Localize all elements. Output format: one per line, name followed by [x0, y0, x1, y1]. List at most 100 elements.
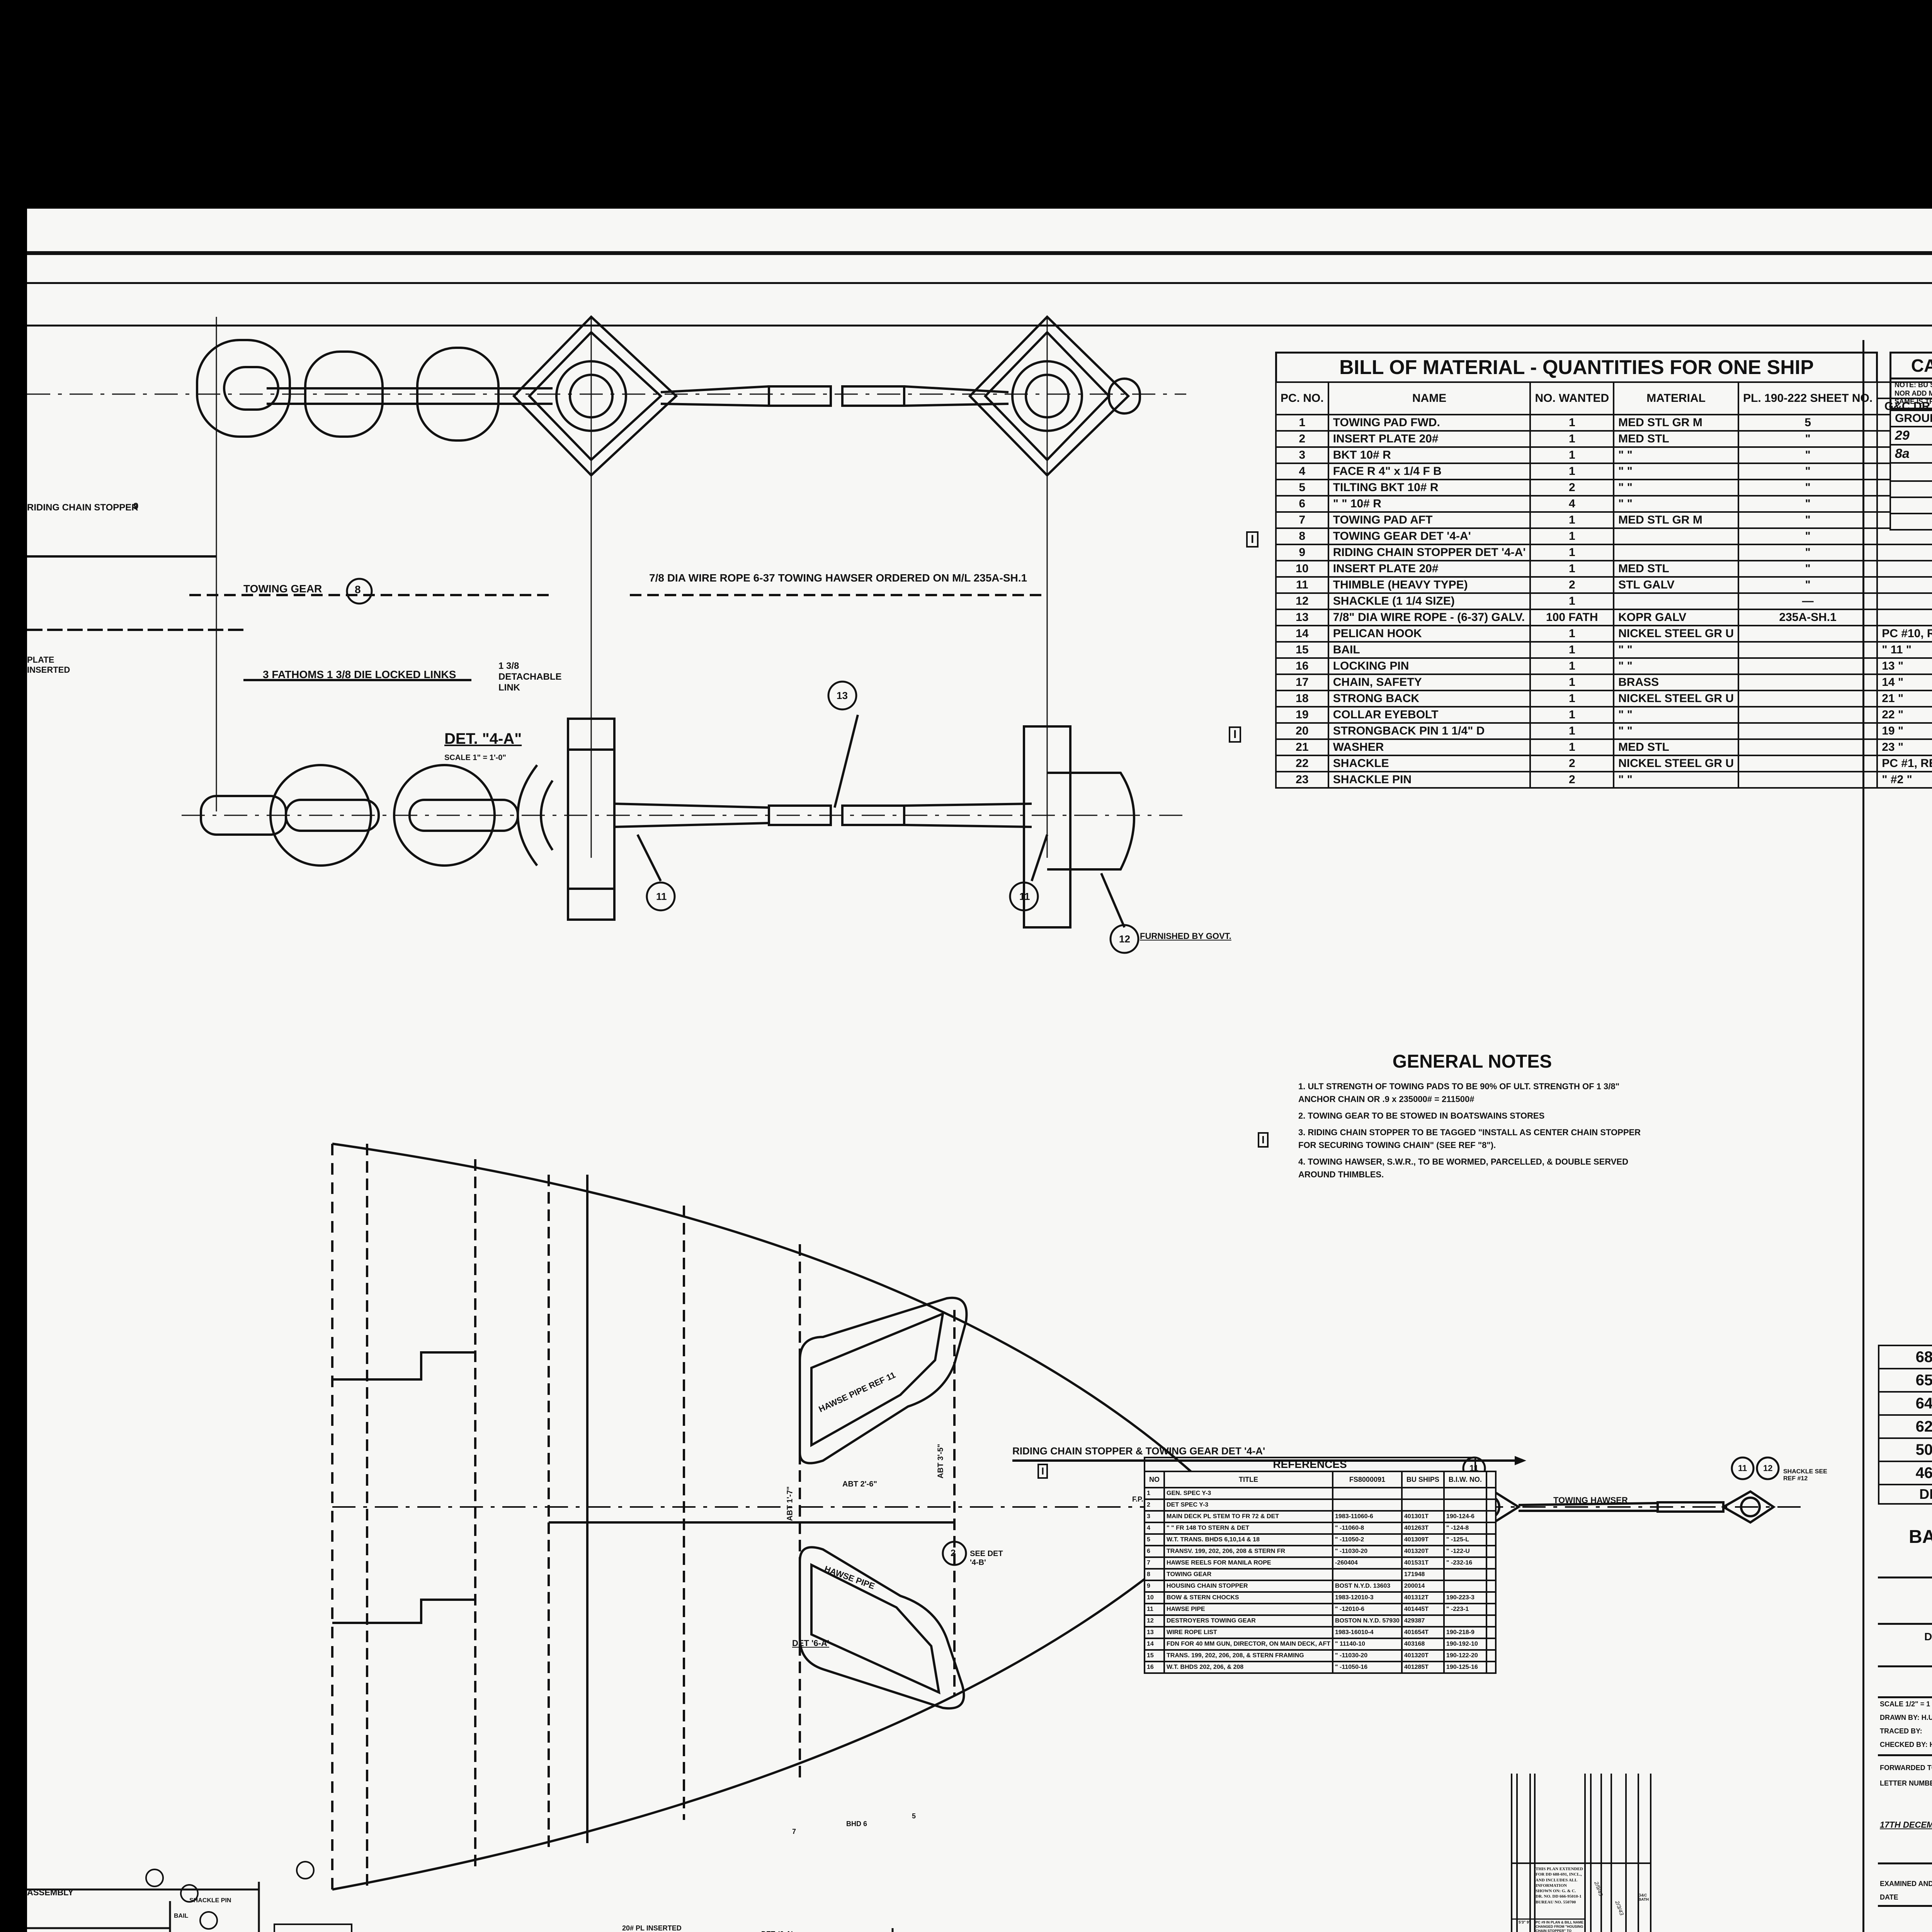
alt-col-line [1516, 1774, 1518, 1932]
ref-cell-c2: 401263T [1401, 1522, 1445, 1535]
bom-cell-material: " " [1613, 722, 1740, 740]
ref-cell-c3: 190-192-10 [1443, 1638, 1487, 1651]
ref-cell-c1: 1983-16010-4 [1332, 1626, 1403, 1639]
title-divider-7 [1878, 1905, 1932, 1907]
ref-cell-c1: " -12010-6 [1332, 1603, 1403, 1616]
bom-cell-name: SHACKLE [1327, 755, 1531, 772]
bom-cell-no: 13 [1275, 609, 1329, 626]
bom-cell-qty: 1 [1529, 446, 1615, 464]
bom-cell-ref1: " 11 " [1876, 641, 1932, 659]
bom-cell-no: 4 [1275, 463, 1329, 480]
bail-label: BAIL [174, 1913, 189, 1919]
film-top-margin: TYA F I L M [0, 0, 1932, 209]
bom-cell-no: 6 [1275, 495, 1329, 513]
drawing-sheet: NET AREA = 71' x 27' = 13 3/4 § GROSS AR… [27, 209, 1932, 1932]
alt-row-line [1511, 1918, 1584, 1920]
bom-cell-sheet [1738, 738, 1878, 756]
bom-cell-qty: 1 [1529, 527, 1615, 545]
dd-number: 507 - 517 [1878, 1437, 1932, 1462]
bom-cell-name: INSERT PLATE 20# [1327, 560, 1531, 578]
bill-of-material: BILL OF MATERIAL - QUANTITIES FOR ONE SH… [1275, 352, 1932, 789]
bom-cell-ref1: 23 " [1876, 738, 1932, 756]
ref-cell-c2: 401654T [1401, 1626, 1445, 1639]
bom-cell-name: INSERT PLATE 20# [1327, 430, 1531, 448]
ref-cell-no: 1 [1144, 1487, 1165, 1500]
ref-cell-blank [1485, 1661, 1497, 1674]
letter-number-label: LETTER NUMBER [1880, 1779, 1932, 1787]
ref-cell-c2: 401312T [1401, 1591, 1445, 1604]
bom-cell-sheet: " [1738, 527, 1878, 545]
supervisor-date: 17TH DECEMBER 1942 [1880, 1820, 1932, 1830]
bom-cell-material: MED STL [1613, 560, 1740, 578]
cw-note: NOTE: BU SHIPS DETAIL WEIGHTS DO NOT DED… [1889, 379, 1932, 410]
ref-cell-blank [1485, 1533, 1497, 1546]
bom-cell-name: BAIL [1327, 641, 1531, 659]
bom-cell-name: SHACKLE PIN [1327, 771, 1531, 789]
alt-col-line [1511, 1774, 1512, 1932]
ref-cell-no: 11 [1144, 1603, 1165, 1616]
ref-cell-title: DESTROYERS TOWING GEAR [1163, 1614, 1333, 1628]
dd-number: 629 - 631 [1878, 1414, 1932, 1439]
bom-cell-ref1: " #2 " [1876, 771, 1932, 789]
notes-revision-marker: I [1258, 1132, 1269, 1148]
ref-cell-c1: " -11030-20 [1332, 1545, 1403, 1558]
ref-cell-title: TRANSV. 199, 202, 206, 208 & STERN FR [1163, 1545, 1333, 1558]
ref-cell-no: 6 [1144, 1545, 1165, 1558]
drawn-by-field: DRAWN BY: H.U.S. [1880, 1714, 1932, 1721]
bom-cell-qty: 1 [1529, 560, 1615, 578]
ref-cell-c2: 401301T [1401, 1510, 1445, 1523]
right-column-divider [1862, 340, 1864, 1341]
ref-cell-blank [1485, 1498, 1497, 1512]
contractor-date: 2/9/43 [1593, 1880, 1604, 1897]
bom-cell-name: LOCKING PIN [1327, 657, 1531, 675]
bom-cell-material: NICKEL STEEL GR U [1613, 625, 1740, 643]
bom-cell-qty: 1 [1529, 738, 1615, 756]
bom-cell-sheet: " [1738, 576, 1878, 594]
cw-row: 29TOWING PADS220151+69 [1889, 425, 1932, 446]
dd-nos-label: DD NOS. [1878, 1484, 1932, 1505]
bom-header-pcno: PC. NO. [1275, 381, 1329, 415]
bom-cell-qty: 1 [1529, 722, 1615, 740]
bom-cell-sheet: " [1738, 463, 1878, 480]
alt-col-line [1650, 1774, 1651, 1932]
ref-cell-no: 9 [1144, 1580, 1165, 1593]
abt-26-dim: ABT 2'-6" [842, 1480, 877, 1488]
bom-header-name: NAME [1327, 381, 1531, 415]
ref-cell-blank [1485, 1580, 1497, 1593]
bom-cell-material: BRASS [1613, 673, 1740, 691]
ref-cell-no: 14 [1144, 1638, 1165, 1651]
bom-cell-ref1: PC #1, REF 9 [1876, 755, 1932, 772]
bom-cell-material: " " [1613, 706, 1740, 724]
bom-cell-sheet: 235A-SH.1 [1738, 609, 1878, 626]
ref-cell-title: " " FR 148 TO STERN & DET [1163, 1522, 1333, 1535]
bom-cell-ref1: 14 " [1876, 673, 1932, 691]
hull-row: 629 - 631208 - 210 [1878, 1414, 1932, 1439]
cw-empty-row [1889, 512, 1932, 531]
general-note-item: 4. TOWING HAWSER, S.W.R., TO BE WORMED, … [1298, 1157, 1628, 1179]
ref-cell-c1 [1332, 1498, 1403, 1512]
bom-cell-ref1 [1876, 527, 1932, 545]
ref-header: NO [1144, 1471, 1165, 1488]
cw-empty-cell [1889, 496, 1932, 514]
cw-header: GROUP [1889, 409, 1932, 427]
bom-cell-qty: 1 [1529, 641, 1615, 659]
callout-11a: 11 [656, 891, 667, 902]
bom-cell-sheet: — [1738, 592, 1878, 610]
ref-cell-no: 5 [1144, 1533, 1165, 1546]
det-5a-assembly-label: ASSEMBLY [27, 1888, 74, 1897]
forwarded-label: FORWARDED TO BUREAU [1880, 1764, 1932, 1772]
